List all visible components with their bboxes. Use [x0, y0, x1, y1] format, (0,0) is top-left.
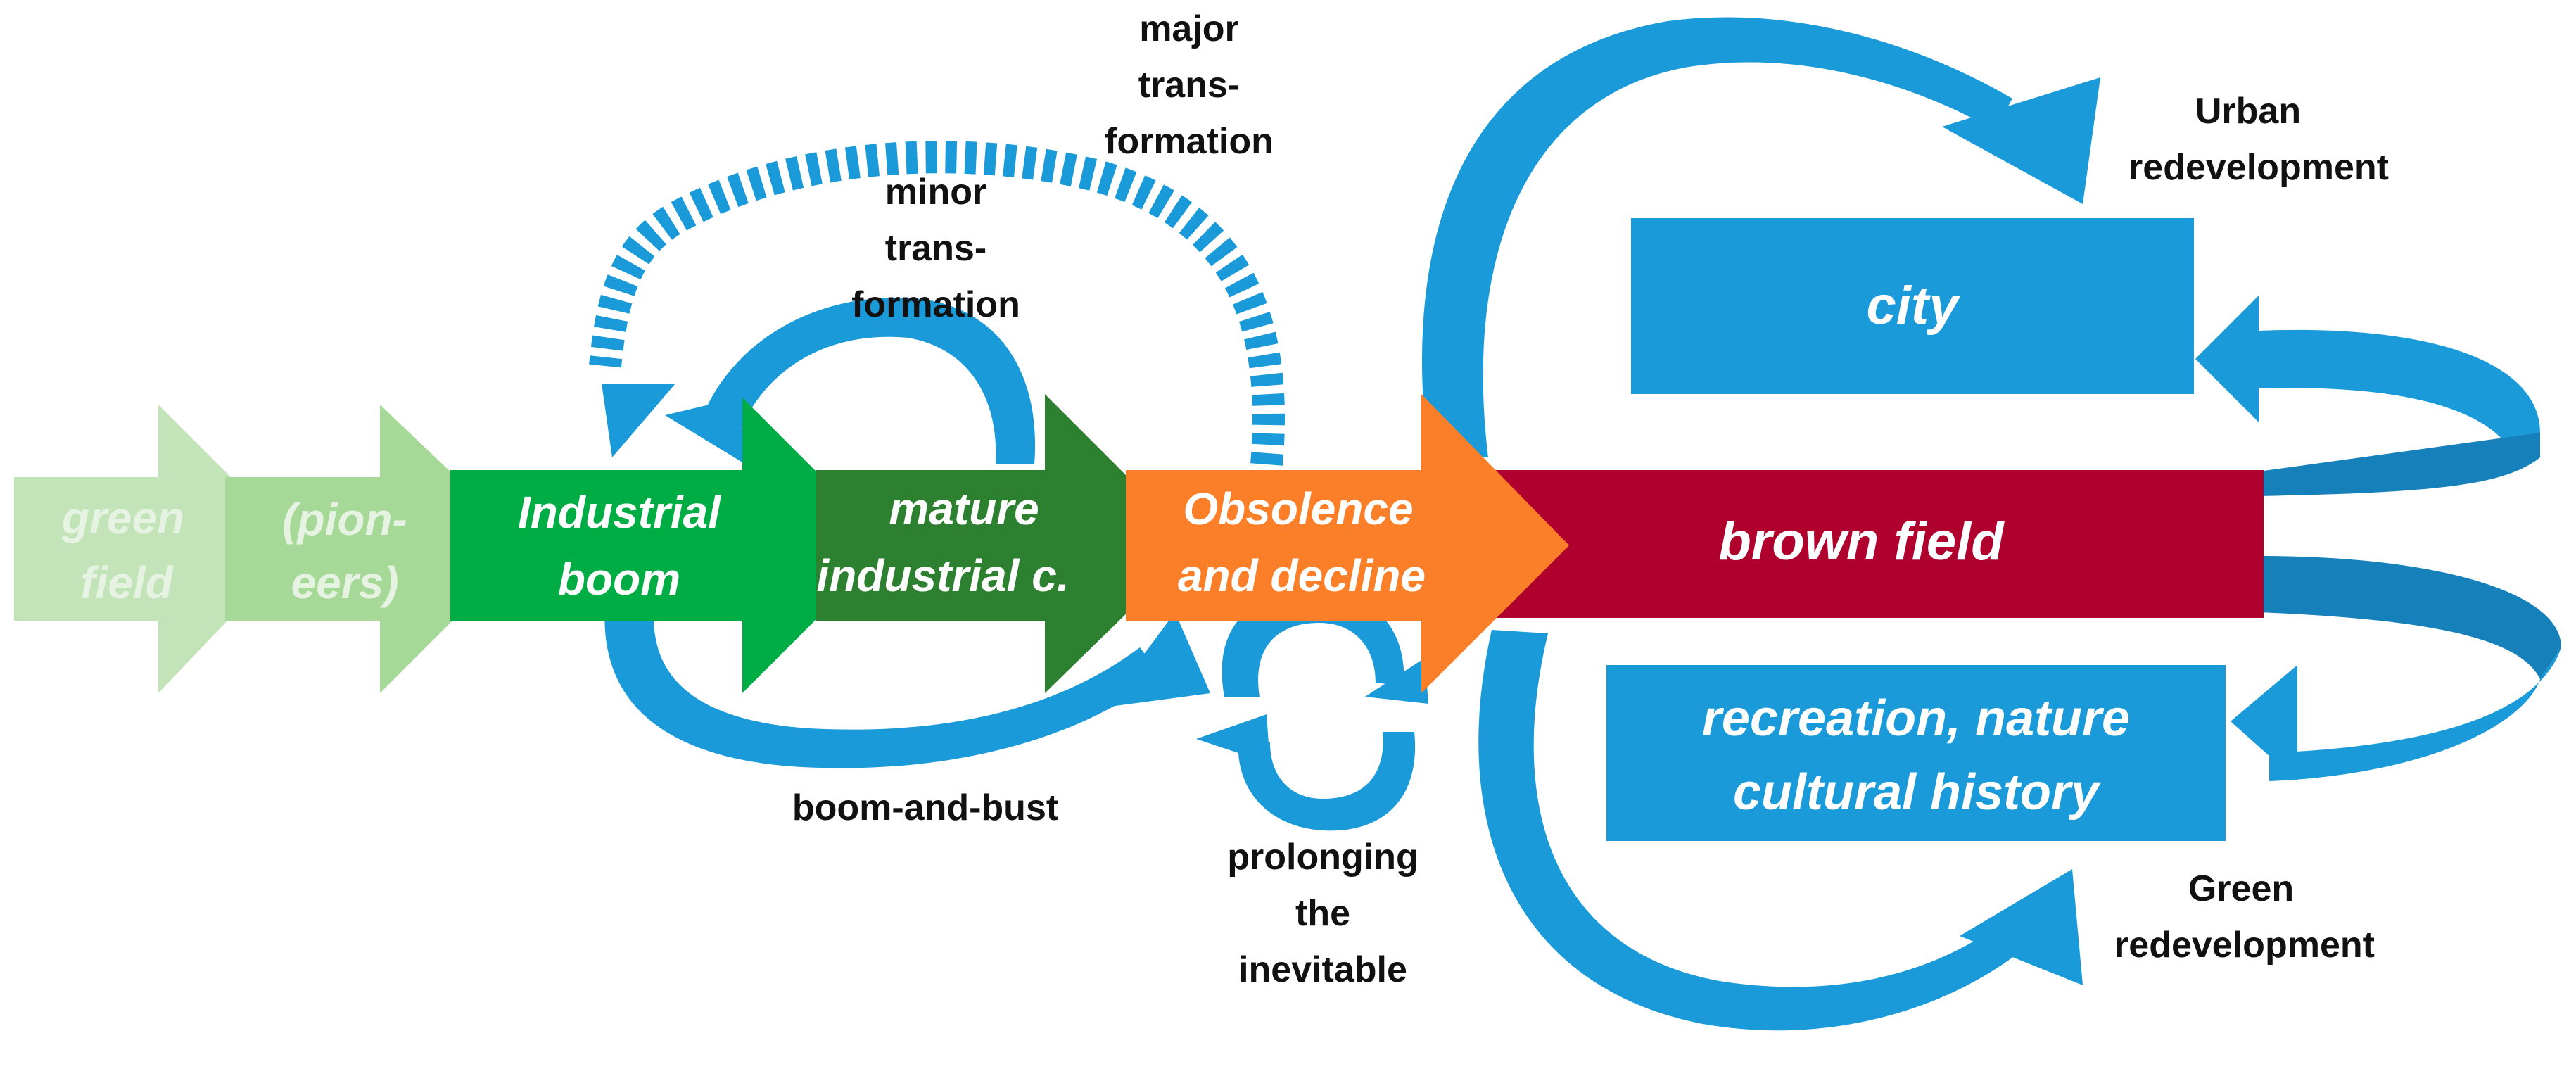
recreation-line-2: cultural history: [1733, 764, 2102, 821]
major-transformation-line-1: major: [1139, 8, 1239, 49]
green-redevelopment-line-1: Green: [2188, 868, 2294, 909]
green-field-line-1: green: [61, 493, 184, 543]
minor-transformation-line-3: formation: [851, 284, 1020, 325]
prolonging-line-2: the: [1295, 893, 1350, 934]
recreation-line-1: recreation, nature: [1702, 690, 2130, 747]
green-field-arrow: [14, 405, 299, 693]
prolonging-line-1: prolonging: [1227, 837, 1418, 878]
major-transformation-dashed-arc: [589, 141, 1285, 466]
city-box: [1631, 218, 2194, 394]
urban-redevelopment-line-1: Urban: [2195, 91, 2301, 132]
boom-and-bust-label: boom-and-bust: [792, 787, 1058, 828]
urban-redevelopment-line-2: redevelopment: [2128, 147, 2389, 188]
city-label: city: [1867, 276, 1962, 336]
minor-transformation-loop: [700, 297, 1036, 464]
urban-redevelopment-arc: [1422, 17, 2012, 458]
industrial-boom-line-1: Industrial: [518, 487, 721, 538]
minor-transformation-line-1: minor: [885, 172, 986, 213]
major-transformation-line-2: trans-: [1138, 65, 1240, 106]
mature-industrial-line-1: mature: [889, 483, 1039, 534]
green-field-line-2: field: [80, 557, 174, 608]
prolonging-line-3: inevitable: [1238, 949, 1407, 990]
brown-field-label: brown field: [1718, 512, 2005, 571]
recreation-box: [1606, 665, 2226, 841]
pioneers-line-2: eers): [291, 557, 399, 608]
green-redevelopment-line-2: redevelopment: [2114, 925, 2375, 966]
boom-and-bust-arrowhead: [1105, 612, 1210, 707]
industrial-boom-arrow: [450, 398, 890, 693]
minor-transformation-arrowhead: [665, 398, 746, 464]
ribbon-loop-to-city: [2195, 296, 2540, 496]
industrial-boom-line-2: boom: [558, 554, 680, 605]
green-redevelopment-arrowhead: [1960, 869, 2083, 985]
obsolence-arrow: [1126, 394, 1569, 693]
major-transformation-arrowhead: [602, 384, 675, 457]
mature-industrial-line-2: industrial c.: [816, 550, 1069, 601]
obsolence-line-1: Obsolence: [1183, 483, 1413, 534]
urban-redevelopment-arrowhead: [1942, 77, 2100, 204]
pioneers-line-1: (pion-: [282, 494, 407, 545]
green-redevelopment-arc: [1478, 630, 2026, 1031]
minor-transformation-line-2: trans-: [885, 228, 986, 269]
ribbon-loop-to-recreation: [2231, 556, 2561, 781]
mature-industrial-arrow: [816, 394, 1196, 693]
prolonging-cycle: [1196, 590, 1428, 831]
brown-field-bar: [1495, 470, 2264, 618]
boom-and-bust-loop: [604, 605, 1161, 768]
obsolence-line-2: and decline: [1178, 550, 1426, 601]
major-transformation-line-3: formation: [1105, 121, 1274, 162]
